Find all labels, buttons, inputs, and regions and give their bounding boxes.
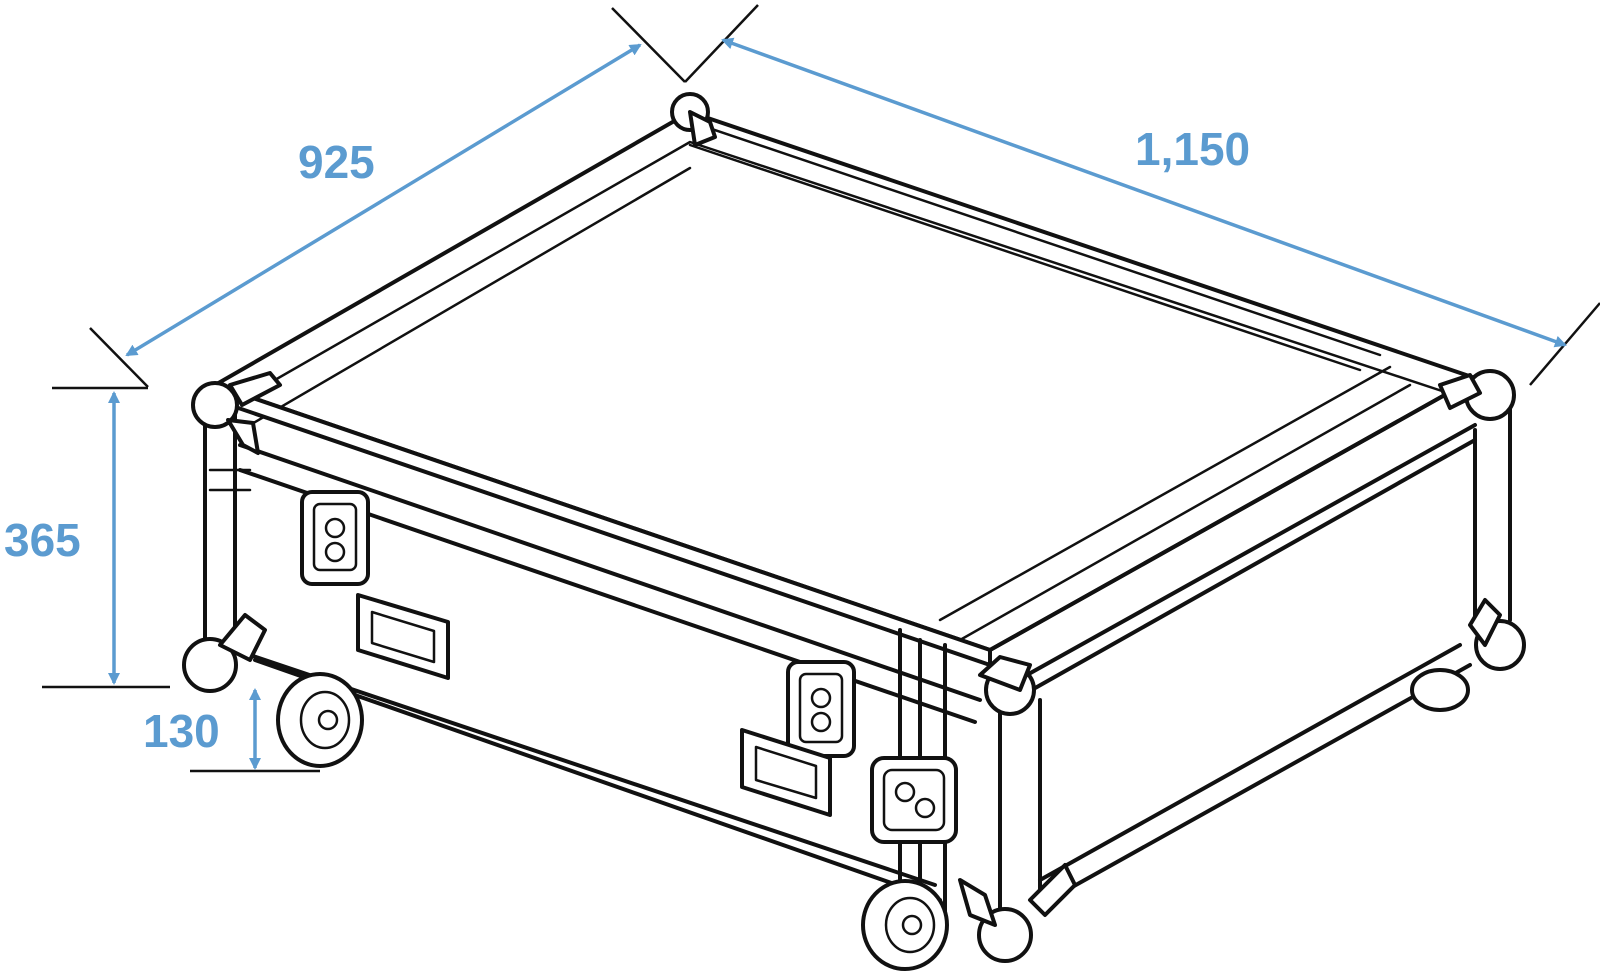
wheel-front-right bbox=[861, 879, 949, 971]
wheel-front-left bbox=[276, 672, 364, 768]
corner-right-top bbox=[1438, 369, 1516, 421]
latch-right bbox=[870, 756, 958, 844]
latch-middle bbox=[786, 660, 856, 758]
corner-front-right-top bbox=[978, 655, 1036, 716]
handle-left bbox=[356, 593, 450, 680]
dimension-label-length: 1,150 bbox=[1135, 123, 1250, 175]
extension-lines bbox=[42, 4, 1600, 773]
dimension-label-wheel: 130 bbox=[143, 705, 220, 757]
case-body bbox=[203, 110, 1512, 922]
dimension-arrow-length bbox=[721, 37, 1567, 348]
corner-back-top bbox=[670, 92, 717, 147]
latch-left bbox=[300, 490, 370, 586]
corner-right-bottom bbox=[1468, 598, 1526, 671]
corner-front-left-top bbox=[191, 371, 282, 455]
dimension-label-height: 365 bbox=[4, 514, 81, 566]
handle-right bbox=[740, 728, 832, 817]
corner-front-left-bottom bbox=[182, 613, 267, 693]
dimension-label-depth: 925 bbox=[298, 136, 375, 188]
dimension-arrow-depth bbox=[125, 43, 642, 357]
corner-front-right-bottom bbox=[958, 863, 1077, 963]
